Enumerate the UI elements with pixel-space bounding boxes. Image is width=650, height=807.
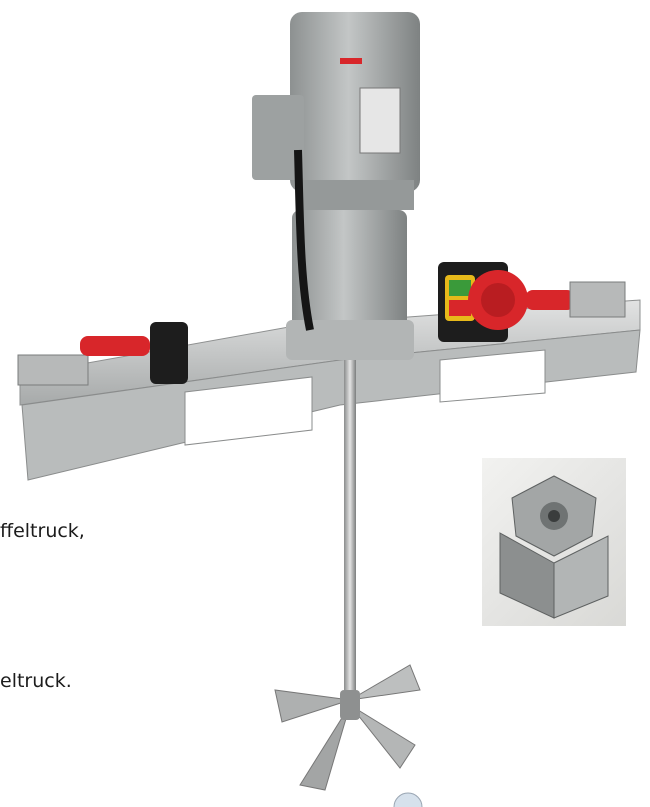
caption-fragment-1: ffeltruck,	[0, 520, 85, 542]
hub-closeup-photo	[482, 458, 626, 626]
agitator-shaft	[344, 360, 356, 700]
bottom-round-object	[393, 792, 423, 807]
left-clamp	[17, 322, 188, 386]
bridge-cutout-right	[439, 349, 546, 403]
right-clamp	[525, 281, 626, 318]
plug-switch	[438, 262, 528, 342]
motor	[252, 12, 420, 360]
bridge-cutout-left	[184, 376, 313, 446]
caption-fragment-2: eltruck.	[0, 670, 72, 692]
propeller	[274, 664, 421, 791]
